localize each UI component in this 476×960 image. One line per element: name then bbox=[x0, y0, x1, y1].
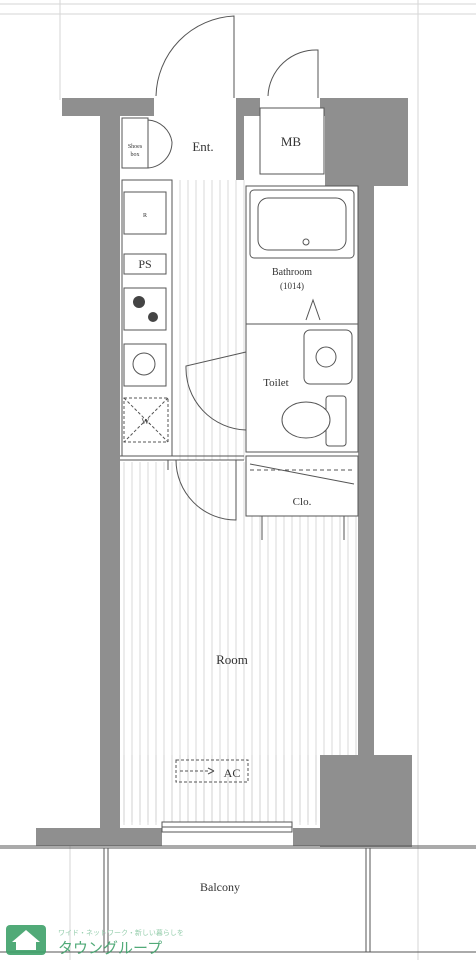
kitchen: R PS W. bbox=[121, 179, 173, 457]
toilet-room: Toilet bbox=[185, 323, 359, 453]
shoes-box-label-2: box bbox=[131, 152, 140, 158]
shoes-box bbox=[121, 117, 149, 169]
bathroom-label: Bathroom bbox=[272, 267, 312, 278]
ps-box bbox=[123, 253, 167, 275]
bathtub bbox=[249, 189, 355, 259]
air-conditioner: AC bbox=[175, 759, 249, 783]
ps-label: PS bbox=[138, 257, 151, 271]
logo-tagline: ワイド・ネットワーク・新しい暮らしを bbox=[58, 928, 184, 937]
walls bbox=[36, 98, 412, 847]
ac-label: AC bbox=[224, 766, 241, 780]
drain-icon bbox=[302, 238, 310, 246]
fridge bbox=[123, 191, 167, 235]
toilet-bowl bbox=[281, 401, 331, 439]
entrance-label: Ent. bbox=[192, 139, 213, 154]
sink-drain-icon bbox=[132, 352, 156, 376]
stove bbox=[123, 287, 167, 331]
bathroom: Bathroom (1014) bbox=[245, 185, 359, 325]
corridor-floor bbox=[175, 180, 245, 460]
mb-label: MB bbox=[281, 134, 302, 149]
sink bbox=[123, 343, 167, 387]
toilet-door bbox=[185, 351, 247, 431]
logo-name: タウングループ bbox=[58, 939, 162, 957]
balcony-label: Balcony bbox=[200, 880, 240, 894]
burner-icon-2 bbox=[148, 312, 158, 322]
washbasin bbox=[303, 329, 353, 385]
closet-label: Clo. bbox=[293, 496, 312, 508]
room-door bbox=[167, 459, 237, 521]
room-floor-extension bbox=[122, 755, 318, 825]
shoes-box-door bbox=[147, 119, 173, 169]
closet: Clo. bbox=[245, 455, 359, 540]
entrance-door bbox=[155, 15, 235, 98]
mb-door bbox=[267, 49, 319, 98]
fridge-label: R bbox=[143, 213, 147, 219]
company-logo: ワイド・ネットワーク・新しい暮らしを タウングループ bbox=[6, 925, 184, 957]
balcony-window bbox=[161, 821, 293, 833]
bathroom-size-label: (1014) bbox=[280, 281, 304, 291]
burner-icon bbox=[133, 296, 145, 308]
mb-box bbox=[259, 107, 325, 175]
shoes-box-label-1: Shoes bbox=[128, 144, 143, 150]
balcony: Balcony bbox=[0, 845, 476, 953]
toilet-label: Toilet bbox=[263, 377, 289, 389]
washing-machine-label: W. bbox=[142, 417, 151, 426]
room-label: Room bbox=[216, 652, 248, 667]
bathroom-door bbox=[305, 298, 321, 321]
